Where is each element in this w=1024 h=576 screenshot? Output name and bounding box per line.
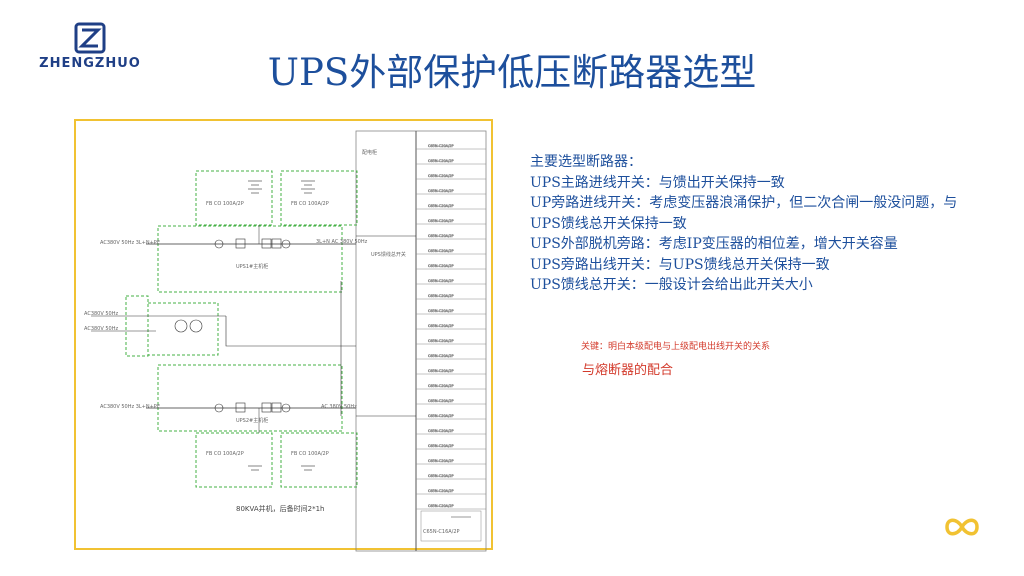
- ups-wiring-diagram: C65N-C20A/2P C65N-C20A/2P C65N-C20A/2P C65N…: [74, 119, 493, 552]
- branch-circuit-label: C65N-C20A/2P: [428, 324, 454, 328]
- note-line: UPS旁路出线开关：与UPS馈线总开关保持一致: [530, 256, 830, 273]
- battery-bottom-left-label: FB CO 100A/2P: [206, 451, 244, 457]
- feeder-main-label: UPS馈线总开关: [371, 252, 406, 258]
- ups2-cabinet: [157, 364, 343, 432]
- branch-circuit-label: C65N-C20A/2P: [428, 309, 454, 313]
- zz-logo-icon: [74, 22, 106, 54]
- isolation-transformer-box: [147, 302, 219, 356]
- output-1-label: 3L+N AC 380V 50Hz: [316, 239, 368, 245]
- branch-circuit-label: C65N-C20A/2P: [428, 384, 454, 388]
- branch-circuit-label: C65N-C20A/2P: [428, 504, 454, 508]
- battery-box-top-left: [195, 170, 273, 226]
- distribution-cabinet: [355, 130, 487, 552]
- bypass-input-2-label: AC380V 50Hz: [84, 326, 119, 332]
- branch-circuit-label: C65N-C20A/2P: [428, 354, 454, 358]
- branch-circuit-label: C65N-C20A/2P: [428, 249, 454, 253]
- branch-circuit-label: C65N-C20A/2P: [428, 174, 454, 178]
- branch-circuit-label: C65N-C20A/2P: [428, 204, 454, 208]
- battery-box-bottom-right: [280, 432, 358, 488]
- branch-circuit-label: C65N-C20A/2P: [428, 264, 454, 268]
- branch-circuit-label: C65N-C20A/2P: [428, 489, 454, 493]
- note-line: UPS主路进线开关：与馈出开关保持一致: [530, 174, 785, 191]
- battery-top-left-label: FB CO 100A/2P: [206, 201, 244, 207]
- branch-circuit-label: C65N-C20A/2P: [428, 444, 454, 448]
- battery-bottom-right-label: FB CO 100A/2P: [291, 451, 329, 457]
- branch-circuit-label: C65N-C20A/2P: [428, 159, 454, 163]
- battery-box-bottom-left: [195, 432, 273, 488]
- branch-circuit-label: C65N-C20A/2P: [428, 219, 454, 223]
- cabinet-label: 配电柜: [362, 150, 378, 156]
- branch-circuit-label: C65N-C20A/2P: [428, 414, 454, 418]
- branch-circuit-label: C65N-C20A/2P: [428, 189, 454, 193]
- wiring-schematic: C65N-C20A/2P C65N-C20A/2P C65N-C20A/2P C65N…: [91, 130, 487, 552]
- battery-box-top-right: [280, 170, 358, 226]
- branch-circuit-label: C65N-C20A/2P: [428, 279, 454, 283]
- branch-circuit-label: C65N-C20A/2P: [428, 294, 454, 298]
- branch-circuit-label: C65N-C20A/2P: [428, 234, 454, 238]
- output-2-label: AC 380V 50Hz: [321, 404, 357, 410]
- battery-top-right-label: FB CO 100A/2P: [291, 201, 329, 207]
- branch-circuit-label: C65N-C20A/2P: [428, 474, 454, 478]
- ups1-label: UPS1#主机柜: [236, 264, 269, 270]
- note-line: UP旁路进线开关：考虑变压器浪涌保护，但二次合闸一般没问题，与UPS馈线总开关保…: [530, 195, 958, 232]
- ups1-cabinet: [157, 225, 343, 293]
- bypass-input-1-label: AC380V 50Hz: [84, 311, 119, 317]
- company-logo: ZHENGZHUO: [30, 22, 150, 72]
- bypass-switch-box: [125, 295, 149, 357]
- brand-name: ZHENGZHUO: [39, 56, 141, 71]
- diagram-footer: 80KVA并机，后备时间2*1h: [236, 505, 325, 513]
- main-input-1-label: AC380V 50Hz 3L+N+PE: [100, 240, 160, 246]
- branch-circuit-label: C65N-C20A/2P: [428, 339, 454, 343]
- note-line: 主要选型断路器：: [530, 154, 642, 170]
- branch-circuit-label: C65N-C20A/2P: [428, 369, 454, 373]
- branch-circuit-label: C65N-C20A/2P: [428, 399, 454, 403]
- branch-circuit-label: C65N-C20A/2P: [428, 459, 454, 463]
- slide-title: UPS外部保护低压断路器选型: [267, 51, 757, 94]
- infinity-icon: [945, 518, 979, 536]
- ups2-label: UPS2#主机柜: [236, 418, 269, 424]
- fuse-note: 与熔断器的配合: [582, 363, 674, 378]
- last-branch-label: C65N-C16A/2P: [423, 529, 460, 535]
- branch-circuit-label: C65N-C20A/2P: [428, 144, 454, 148]
- note-line: UPS外部脱机旁路：考虑IP变压器的相位差，增大开关容量: [530, 236, 898, 252]
- note-line: UPS馈线总开关：一般设计会给出此开关大小: [530, 277, 813, 293]
- selection-notes: 主要选型断路器： UPS主路进线开关：与馈出开关保持一致 UP旁路进线开关：考虑…: [530, 152, 970, 296]
- branch-circuit-label: C65N-C20A/2P: [428, 429, 454, 433]
- main-input-2-label: AC380V 50Hz 3L+N+PE: [100, 404, 160, 410]
- key-note: 关键：明白本级配电与上级配电出线开关的关系: [581, 342, 771, 352]
